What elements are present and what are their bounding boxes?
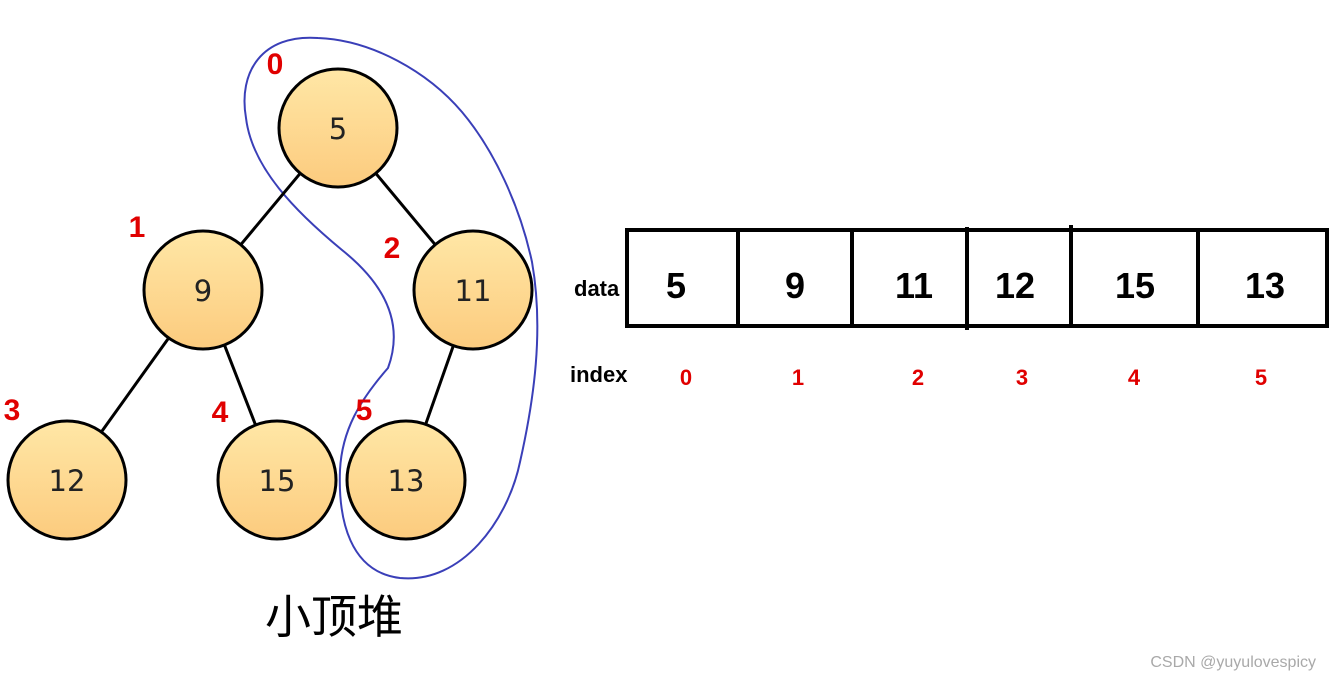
tree-node: 13 5	[345, 394, 467, 541]
node-circle	[216, 419, 338, 541]
tree-node: 9 1	[129, 211, 264, 351]
node-value: 5	[329, 112, 347, 146]
tree-node: 11 2	[384, 229, 534, 351]
tree-edge	[424, 345, 455, 425]
array-table: data index 5 9 11 12 15 13 0 1 2 3 4 5	[570, 225, 1329, 390]
node-value: 12	[49, 464, 86, 498]
node-circle	[277, 67, 399, 189]
tree-node: 5 0	[267, 48, 399, 189]
tree-nodes: 5 0 9 1 11 2 12 3 15 4 13 5	[4, 48, 534, 541]
tree-edge	[239, 172, 302, 246]
highlight-outline	[243, 36, 539, 580]
tree-edge	[374, 172, 437, 246]
array-border	[625, 228, 1329, 328]
array-cell-index: 0	[680, 365, 692, 390]
tree-edge	[223, 344, 257, 426]
index-row-label: index	[570, 362, 628, 387]
array-cell-value: 15	[1115, 265, 1155, 306]
array-cell-value: 11	[895, 265, 933, 306]
node-index-label: 4	[212, 396, 229, 429]
array-cell-index: 1	[792, 365, 804, 390]
array-cell-value: 9	[785, 265, 805, 306]
node-index-label: 3	[4, 394, 21, 427]
node-index-label: 0	[267, 48, 284, 81]
node-circle	[142, 229, 264, 351]
array-cell-value: 12	[995, 265, 1035, 306]
tree-node: 15 4	[212, 396, 338, 541]
tree-edge	[100, 337, 170, 433]
node-index-label: 5	[356, 394, 373, 427]
heap-caption: 小顶堆	[265, 590, 403, 644]
watermark: CSDN @yuyulovespicy	[1150, 654, 1316, 671]
node-value: 11	[455, 274, 492, 308]
node-circle	[6, 419, 128, 541]
node-index-label: 2	[384, 232, 401, 265]
tree-node: 12 3	[4, 394, 128, 541]
node-circle	[345, 419, 467, 541]
array-cell-value: 5	[666, 265, 686, 306]
node-value: 15	[259, 464, 296, 498]
data-row-label: data	[574, 276, 620, 301]
array-cell-value: 13	[1245, 265, 1285, 306]
array-cell-index: 5	[1255, 365, 1267, 390]
node-value: 13	[388, 464, 425, 498]
node-index-label: 1	[129, 211, 146, 244]
array-cell-index: 4	[1128, 365, 1141, 390]
array-cell-index: 3	[1016, 365, 1028, 390]
node-value: 9	[194, 274, 212, 308]
array-cell-index: 2	[912, 365, 924, 390]
node-circle	[412, 229, 534, 351]
tree-edges	[100, 172, 455, 433]
